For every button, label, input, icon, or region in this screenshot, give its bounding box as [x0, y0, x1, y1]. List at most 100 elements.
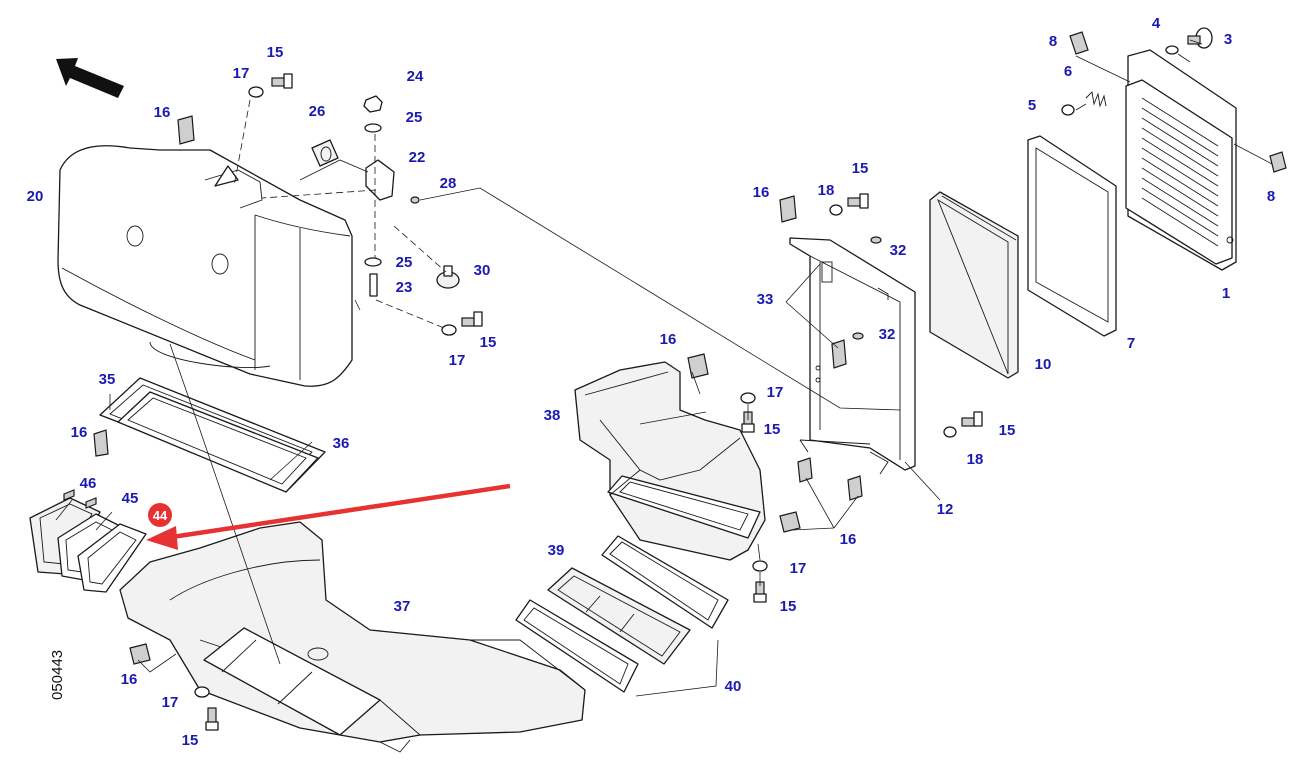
- part-40-frame-lower[interactable]: [515, 599, 639, 693]
- part-8-clip-top[interactable]: [1069, 31, 1089, 55]
- callout-30[interactable]: 30: [474, 262, 491, 279]
- callout-16-d[interactable]: 16: [660, 331, 677, 348]
- callout-38[interactable]: 38: [544, 407, 561, 424]
- part-15-bolt-e[interactable]: [205, 707, 219, 731]
- callout-15-b[interactable]: 15: [480, 334, 497, 351]
- callout-23[interactable]: 23: [396, 279, 413, 296]
- part-17-washer-e[interactable]: [194, 686, 210, 698]
- callout-16-a[interactable]: 16: [154, 104, 171, 121]
- part-5-nut[interactable]: [1061, 104, 1075, 116]
- part-28-screw[interactable]: [410, 196, 420, 204]
- callout-4[interactable]: 4: [1152, 15, 1161, 32]
- part-15-bolt-a[interactable]: [271, 73, 293, 89]
- callout-8-top[interactable]: 8: [1049, 33, 1057, 50]
- part-25-washer-lower[interactable]: [364, 257, 382, 267]
- callout-22[interactable]: 22: [409, 149, 426, 166]
- callout-37[interactable]: 37: [394, 598, 411, 615]
- callout-15-c[interactable]: 15: [852, 160, 869, 177]
- callout-25-a[interactable]: 25: [406, 109, 423, 126]
- callout-32-b[interactable]: 32: [879, 326, 896, 343]
- part-16-clip-d[interactable]: [687, 353, 709, 379]
- part-26-bush[interactable]: [311, 139, 339, 167]
- highlight-arrow: [146, 483, 511, 550]
- part-20-upper-housing[interactable]: [57, 145, 353, 387]
- part-10-filter[interactable]: [929, 191, 1019, 379]
- part-18-washer-b[interactable]: [943, 426, 957, 438]
- part-18-washer-a[interactable]: [829, 204, 843, 216]
- part-39-outlet-grille[interactable]: [547, 567, 691, 665]
- callout-1[interactable]: 1: [1222, 285, 1230, 302]
- part-16-clip-f[interactable]: [779, 457, 863, 533]
- part-7-gasket-frame[interactable]: [1027, 135, 1117, 337]
- part-37-lower-duct[interactable]: [119, 521, 586, 753]
- part-4-washer[interactable]: [1165, 45, 1179, 55]
- callout-24[interactable]: 24: [407, 68, 424, 85]
- callout-5[interactable]: 5: [1028, 97, 1036, 114]
- callout-15-d[interactable]: 15: [764, 421, 781, 438]
- part-15-bolt-b[interactable]: [461, 311, 483, 327]
- part-3-fastener[interactable]: [1187, 27, 1213, 49]
- part-17-washer-a[interactable]: [248, 86, 264, 98]
- callout-45[interactable]: 45: [122, 490, 139, 507]
- part-44-seal[interactable]: [77, 523, 147, 593]
- callout-18-b[interactable]: 18: [967, 451, 984, 468]
- callout-3[interactable]: 3: [1224, 31, 1232, 48]
- callout-15-f[interactable]: 15: [780, 598, 797, 615]
- callout-15-a[interactable]: 15: [267, 44, 284, 61]
- part-25-washer-upper[interactable]: [364, 123, 382, 133]
- part-12-bracket[interactable]: [789, 237, 916, 475]
- callout-15-g[interactable]: 15: [182, 732, 199, 749]
- callout-28[interactable]: 28: [440, 175, 457, 192]
- part-6-spring[interactable]: [1085, 91, 1107, 108]
- part-22-bracket[interactable]: [365, 159, 395, 201]
- part-15-bolt-f[interactable]: [847, 193, 869, 209]
- callout-17-b[interactable]: 17: [449, 352, 466, 369]
- callout-15-e[interactable]: 15: [999, 422, 1016, 439]
- part-17-washer-d[interactable]: [752, 560, 768, 572]
- part-8-clip-right[interactable]: [1269, 151, 1287, 173]
- callout-16-f[interactable]: 16: [840, 531, 857, 548]
- callout-36[interactable]: 36: [333, 435, 350, 452]
- callout-18-a[interactable]: 18: [818, 182, 835, 199]
- part-32-screw-b[interactable]: [852, 332, 864, 340]
- part-16-clip-b[interactable]: [93, 429, 109, 457]
- part-15-bolt-g[interactable]: [961, 411, 983, 427]
- part-32-screw-a[interactable]: [870, 236, 882, 244]
- callout-17-c[interactable]: 17: [767, 384, 784, 401]
- part-16-clip-a[interactable]: [177, 115, 195, 145]
- callout-32-a[interactable]: 32: [890, 242, 907, 259]
- part-17-washer-c[interactable]: [740, 392, 756, 404]
- part-44-badge[interactable]: 44: [148, 503, 172, 527]
- callout-40[interactable]: 40: [725, 678, 742, 695]
- part-16-clip-e[interactable]: [779, 195, 797, 223]
- callout-7[interactable]: 7: [1127, 335, 1135, 352]
- callout-6[interactable]: 6: [1064, 63, 1072, 80]
- callout-35[interactable]: 35: [99, 371, 116, 388]
- callout-8-right[interactable]: 8: [1267, 188, 1275, 205]
- callout-17-e[interactable]: 17: [162, 694, 179, 711]
- callout-39[interactable]: 39: [548, 542, 565, 559]
- part-17-washer-b[interactable]: [441, 324, 457, 336]
- callout-25-b[interactable]: 25: [396, 254, 413, 271]
- callout-17-a[interactable]: 17: [233, 65, 250, 82]
- part-38-outlet-duct[interactable]: [574, 361, 766, 561]
- callout-33[interactable]: 33: [757, 291, 774, 308]
- callout-17-d[interactable]: 17: [790, 560, 807, 577]
- callout-16-c[interactable]: 16: [121, 671, 138, 688]
- callout-16-b[interactable]: 16: [71, 424, 88, 441]
- part-23-bolt[interactable]: [369, 273, 378, 297]
- part-16-clip-c[interactable]: [129, 643, 151, 665]
- callout-46[interactable]: 46: [80, 475, 97, 492]
- callout-12[interactable]: 12: [937, 501, 954, 518]
- callout-16-e[interactable]: 16: [753, 184, 770, 201]
- part-30-grommet[interactable]: [436, 265, 460, 289]
- part-40-frame-upper[interactable]: [601, 535, 729, 629]
- callout-26[interactable]: 26: [309, 103, 326, 120]
- callout-20[interactable]: 20: [27, 188, 44, 205]
- part-36-frame[interactable]: [117, 391, 319, 493]
- part-33-clip[interactable]: [831, 339, 847, 369]
- callout-10[interactable]: 10: [1035, 356, 1052, 373]
- part-24-nut[interactable]: [363, 95, 383, 113]
- part-1-louvre-grille[interactable]: [1125, 49, 1237, 271]
